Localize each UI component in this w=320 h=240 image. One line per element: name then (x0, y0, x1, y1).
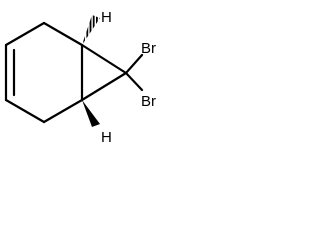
atom-label-h-bottom: H (101, 129, 112, 146)
bond-c7-br1 (124, 53, 144, 75)
bond-c6-c7 (80, 71, 128, 102)
bond-c7-br2 (124, 71, 144, 92)
atom-label-br-lower: Br (141, 93, 156, 110)
atom-label-br-upper: Br (141, 40, 156, 57)
atom-label-h-top: H (101, 9, 112, 26)
hashed-wedge-bond-top (82, 15, 100, 45)
bond-c1-c2 (42, 21, 84, 47)
structure-diagram: H Br Br H (4, 9, 156, 146)
solid-wedge-bond-bottom (82, 100, 100, 127)
bond-c5-c6 (42, 98, 84, 124)
bond-c1-c7 (80, 43, 128, 75)
bond-c2-c3 (4, 21, 46, 47)
bond-c4-c5 (4, 98, 46, 124)
